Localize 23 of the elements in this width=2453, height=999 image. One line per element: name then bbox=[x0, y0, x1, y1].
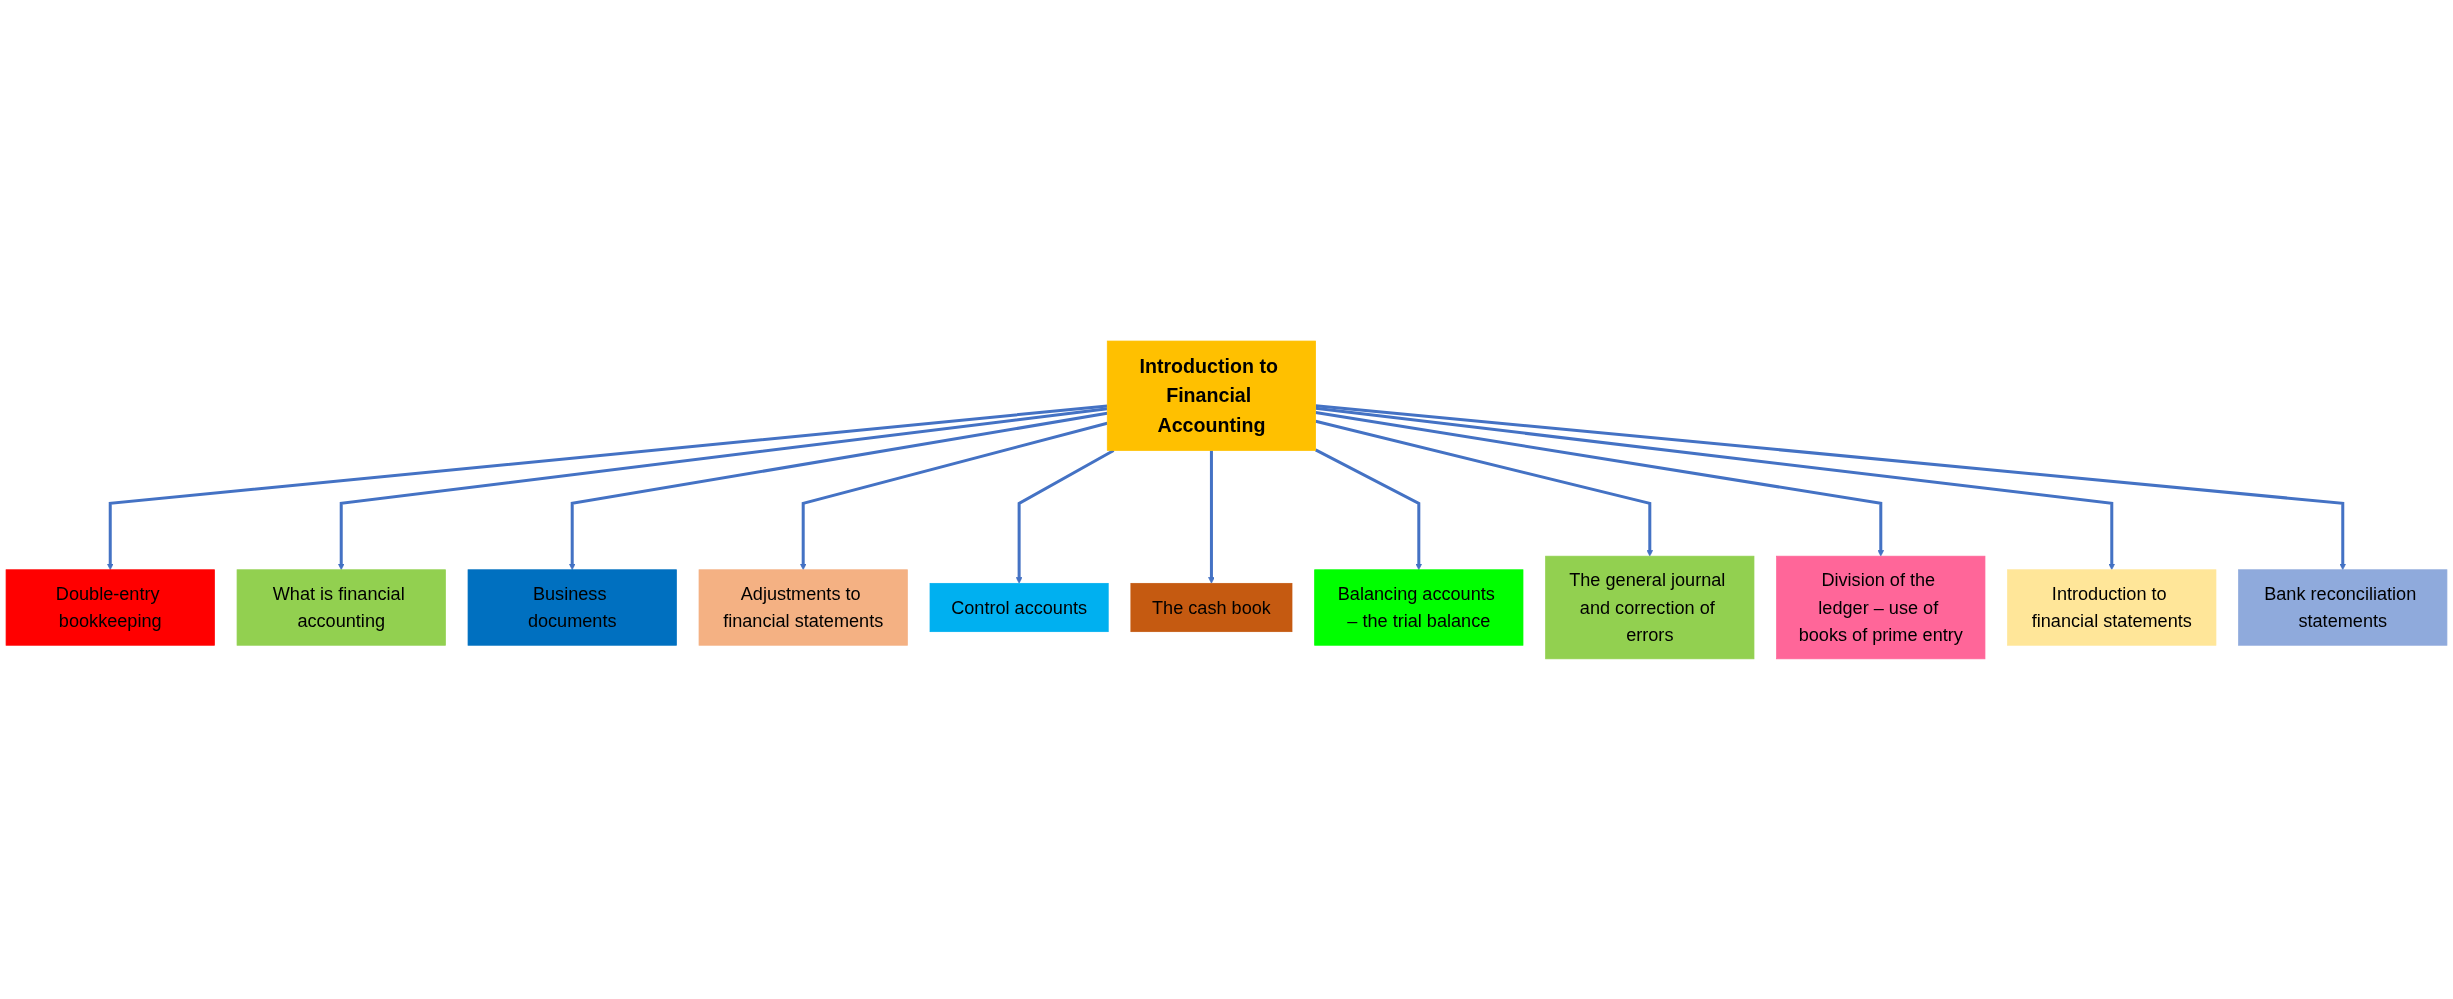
node-box: Balancing accounts – the trial balance bbox=[1314, 568, 1524, 646]
node-box: Introduction to Financial Accounting bbox=[1106, 340, 1316, 451]
arrow bbox=[1015, 448, 1115, 584]
node-box: What is financial accounting bbox=[236, 568, 446, 646]
node-box: Division of the ledger – use of books of prime entry bbox=[1776, 555, 1986, 659]
arrow bbox=[1208, 450, 1215, 584]
arrow bbox=[1315, 406, 2116, 570]
node-box: Business documents bbox=[467, 568, 677, 646]
arrow bbox=[1314, 448, 1423, 570]
node-box: Adjustments to financial statements bbox=[698, 568, 908, 646]
arrow bbox=[337, 406, 1108, 570]
arrow bbox=[1315, 403, 2347, 570]
node-box: Bank reconciliation statements bbox=[2238, 568, 2448, 646]
node-box: Double-entry bookkeeping bbox=[5, 568, 215, 646]
node-box: Control accounts bbox=[929, 582, 1109, 632]
arrow bbox=[568, 411, 1108, 570]
arrow bbox=[799, 421, 1108, 570]
arrow bbox=[1315, 419, 1654, 557]
node-box: Introduction to financial statements bbox=[2007, 568, 2217, 646]
arrow bbox=[106, 404, 1108, 570]
node-box: The general journal and correction of errors bbox=[1545, 555, 1755, 659]
arrow bbox=[1315, 410, 1885, 557]
node-box: The cash book bbox=[1130, 582, 1293, 632]
